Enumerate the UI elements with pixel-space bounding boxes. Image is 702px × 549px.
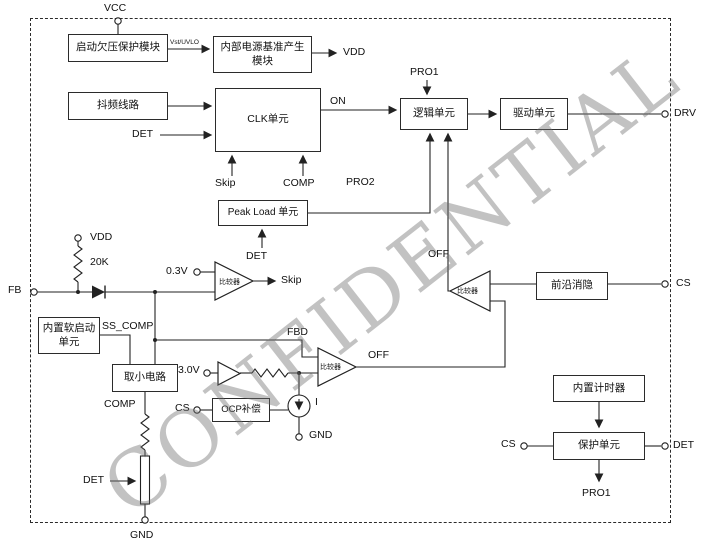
net-ss-comp-label: SS_COMP: [102, 320, 154, 332]
net-0v3-label: 0.3V: [166, 265, 188, 277]
cs-ocp-terminal: [193, 406, 201, 414]
net-gnd-mid-label: GND: [309, 429, 333, 441]
net-vst-uvlo-label: Vst/UVLO: [170, 39, 199, 46]
block-startup-uvlo: 启动欠压保护模块: [68, 34, 168, 62]
det-right-terminal: [661, 442, 669, 450]
port-vcc-label: VCC: [104, 2, 127, 14]
net-off-c2-label: OFF: [368, 349, 389, 361]
block-leading-edge-blanking: 前沿消隐: [536, 272, 608, 300]
fb-terminal: [30, 288, 38, 296]
net-det-peak-label: DET: [246, 250, 267, 262]
block-ocp-compensation: OCP补偿: [212, 398, 270, 422]
ref-0v3-terminal: [193, 268, 201, 276]
net-pro1-bottom-label: PRO1: [582, 487, 611, 499]
cs-right-terminal: [661, 280, 669, 288]
net-current-i-label: I: [315, 396, 318, 408]
terminal-circles: [30, 17, 669, 524]
net-20k-label: 20K: [90, 256, 109, 268]
wires: [37, 24, 661, 517]
net-pro2-label: PRO2: [346, 176, 375, 188]
vdd-terminal: [74, 234, 82, 242]
net-3v0-label: 3.0V: [178, 364, 200, 376]
ref-3v0-terminal: [203, 369, 211, 377]
comparator3-label: 比较器: [457, 288, 478, 295]
net-off-c3-label: OFF: [428, 248, 449, 260]
block-clk-unit: CLK单元: [215, 88, 321, 152]
block-timer: 内置计时器: [553, 375, 645, 402]
gnd-mid-terminal: [295, 433, 303, 441]
ic-boundary: [30, 18, 671, 523]
net-det-resistor-label: DET: [83, 474, 104, 486]
block-min-select: 取小电路: [112, 364, 178, 392]
vcc-terminal: [114, 17, 122, 25]
port-drv-label: DRV: [674, 107, 696, 119]
cs-protection-terminal: [520, 442, 528, 450]
symbols: [92, 261, 491, 505]
net-comp-clk-label: COMP: [283, 177, 315, 189]
block-drive-unit: 驱动单元: [500, 98, 568, 130]
comparator1-triangle: [214, 261, 255, 301]
port-fb-label: FB: [8, 284, 22, 296]
block-logic-unit: 逻辑单元: [400, 98, 468, 130]
net-fbd-label: FBD: [287, 326, 308, 338]
gnd-bottom-terminal: [141, 516, 149, 524]
comparator1-label: 比较器: [219, 279, 240, 286]
comparator3-triangle: [448, 270, 491, 312]
net-comp-label: COMP: [104, 398, 136, 410]
det-resistor-symbol: [139, 455, 151, 505]
port-det-label: DET: [673, 439, 694, 451]
net-vdd-out-label: VDD: [343, 46, 366, 58]
net-vdd-pull-label: VDD: [90, 231, 113, 243]
net-skip-clk-label: Skip: [215, 177, 236, 189]
port-gnd-label: GND: [130, 529, 154, 541]
comparator2-label: 比较器: [320, 364, 341, 371]
diode-symbol: [92, 285, 105, 299]
block-jitter: 抖频线路: [68, 92, 168, 120]
block-protection-unit: 保护单元: [553, 432, 645, 460]
net-det-clk-label: DET: [132, 128, 153, 140]
net-cs-ocp-label: CS: [175, 402, 190, 414]
block-peak-load-unit: Peak Load 单元: [218, 200, 308, 226]
net-skip-out-label: Skip: [281, 274, 302, 286]
junction-dots: [76, 290, 301, 375]
comparator2-triangle: [317, 347, 358, 387]
buffer-triangle: [217, 361, 242, 386]
net-on-label: ON: [330, 95, 346, 107]
block-soft-start: 内置软启动单元: [38, 317, 100, 354]
drv-terminal: [661, 110, 669, 118]
net-pro1-top-label: PRO1: [410, 66, 439, 78]
net-cs-protection-label: CS: [501, 438, 516, 450]
block-internal-reference: 内部电源基准产生模块: [213, 36, 312, 73]
port-cs-label: CS: [676, 277, 691, 289]
